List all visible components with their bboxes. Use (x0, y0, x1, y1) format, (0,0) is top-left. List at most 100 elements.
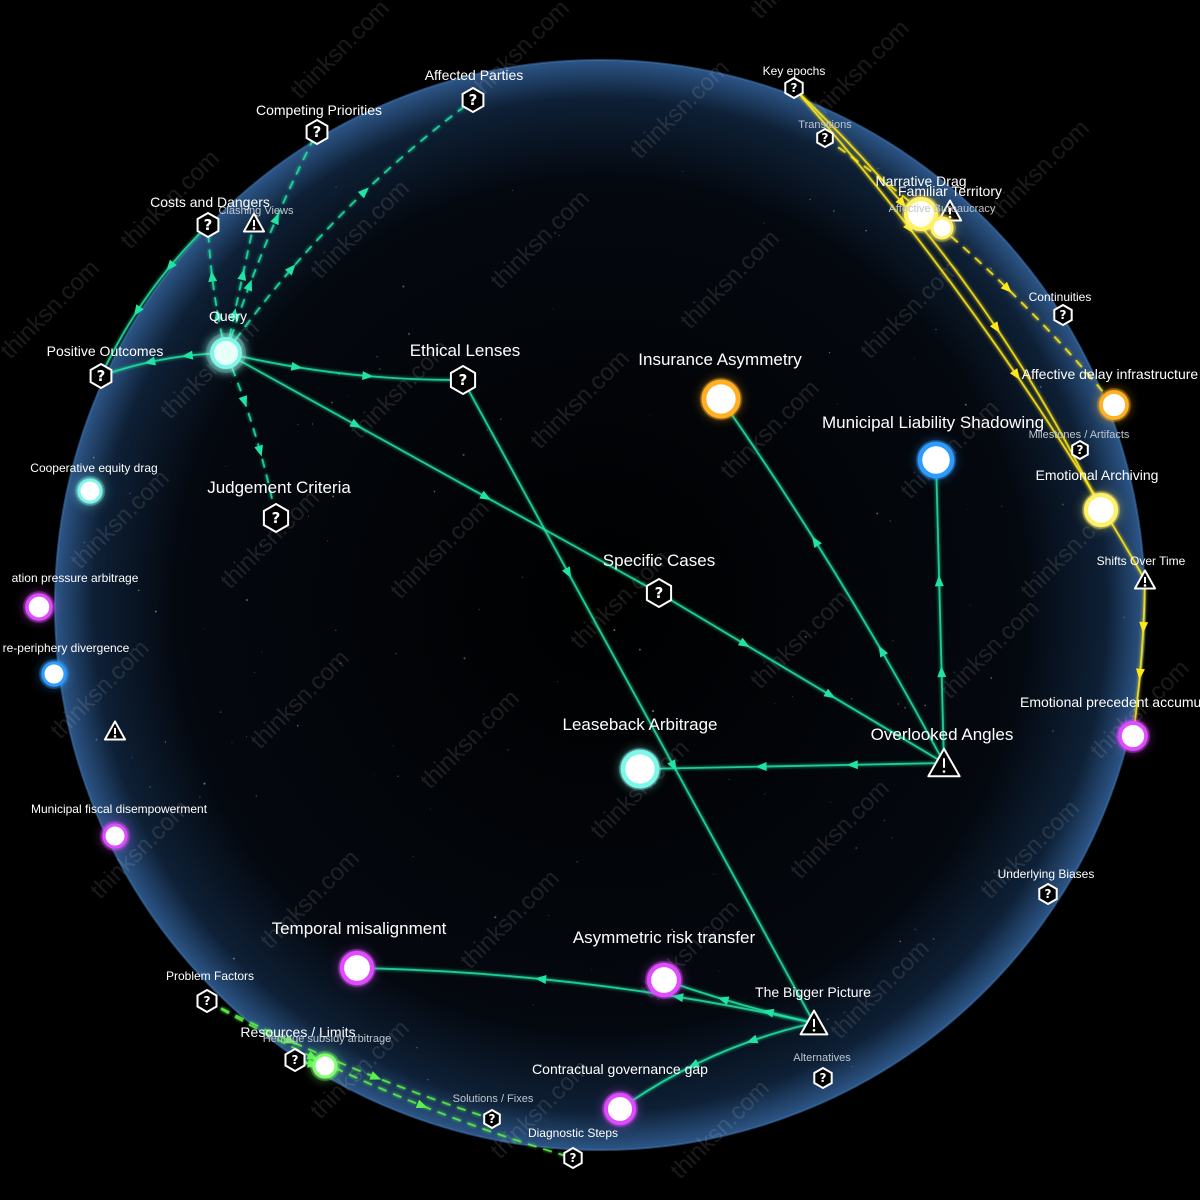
node-diagnostic_steps[interactable]: ?Diagnostic Steps (528, 1126, 618, 1170)
star (429, 808, 432, 810)
node-affected_parties[interactable]: ?Affected Parties (425, 67, 524, 114)
node-label: Solutions / Fixes (453, 1093, 534, 1105)
star (772, 997, 774, 999)
star (203, 782, 206, 785)
edge-arrowhead (1139, 621, 1149, 633)
node-label: Heritage subsidy arbitrage (263, 1033, 391, 1045)
star (95, 738, 98, 741)
star (426, 1078, 429, 1081)
star (967, 508, 969, 510)
node-problem_factors[interactable]: ?Problem Factors (166, 969, 254, 1014)
node-emotional_precedent[interactable]: Emotional precedent accumu (1020, 694, 1200, 753)
node-ethical_lenses[interactable]: ?Ethical Lenses (410, 341, 521, 396)
node-leaseback_arbitrage[interactable]: Leaseback Arbitrage (563, 715, 718, 790)
node-left_warning[interactable] (103, 720, 127, 741)
node-key_epochs[interactable]: ?Key epochs (763, 64, 826, 100)
node-clashing_views[interactable]: Clashing Views (218, 205, 294, 233)
star (791, 695, 793, 697)
star (682, 171, 684, 173)
star (466, 347, 469, 350)
question-hexagon-icon (196, 988, 218, 1014)
node-milestones[interactable]: ?Milestones / Artifacts (1029, 429, 1130, 461)
star (482, 713, 485, 715)
node-affective_delay[interactable]: Affective delay infrastructure (1022, 366, 1199, 422)
node-cooperative_equity_drag[interactable]: Cooperative equity drag (30, 461, 158, 506)
star (297, 423, 299, 425)
node-label: Asymmetric risk transfer (573, 928, 756, 947)
circle-node-icon (646, 962, 682, 998)
edge-arrowhead (895, 196, 906, 208)
star (421, 938, 423, 940)
edge-arrowhead (238, 395, 248, 408)
node-insurance_asymmetry[interactable]: Insurance Asymmetry (638, 350, 802, 420)
node-emotional_archiving[interactable]: Emotional Archiving (1036, 467, 1159, 529)
node-resources_limits[interactable]: ?Resources / Limits (240, 1024, 356, 1073)
node-query[interactable]: Query (206, 308, 247, 373)
node-costs_and_dangers[interactable]: ?Costs and Dangers (150, 194, 270, 239)
question-mark-glyph: ? (570, 1151, 577, 1165)
edge-arrowhead (762, 1008, 775, 1018)
star (763, 793, 766, 795)
edge-arrowhead (284, 264, 296, 276)
circle-node-icon (917, 441, 955, 479)
star (552, 308, 554, 310)
node-judgement_criteria[interactable]: ?Judgement Criteria (207, 478, 351, 534)
node-heritage_subsidy[interactable]: Heritage subsidy arbitrage (263, 1033, 391, 1081)
star (762, 222, 765, 225)
star (453, 1113, 455, 1115)
edge-shifts_over_time-to-emotional_precedent (1132, 579, 1146, 737)
star (1061, 503, 1064, 506)
edge-arrowhead (479, 490, 492, 500)
question-hexagon-icon (813, 1066, 833, 1090)
circle-node-icon (1118, 721, 1148, 751)
edge-arrowhead (535, 975, 547, 984)
node-label: ation pressure arbitrage (12, 571, 139, 585)
star (494, 916, 497, 919)
star (463, 657, 466, 660)
node-competing_priorities[interactable]: ?Competing Priorities (256, 102, 382, 146)
node-specific_cases[interactable]: ?Specific Cases (603, 551, 715, 609)
star (539, 1064, 542, 1067)
question-mark-glyph: ? (791, 81, 798, 95)
star (913, 357, 915, 359)
edge-arrowhead (415, 1099, 428, 1109)
question-mark-glyph: ? (204, 994, 211, 1008)
edge-ethical_lenses-to-bigger_picture (462, 379, 815, 1024)
node-label: Clashing Views (218, 205, 294, 217)
node-municipal_fiscal[interactable]: Municipal fiscal disempowerment (31, 802, 208, 851)
node-affective_bureaucracy[interactable]: Affective Bureaucracy (889, 203, 996, 242)
question-hexagon-icon (196, 211, 220, 239)
node-bigger_picture[interactable]: The Bigger Picture (755, 984, 871, 1036)
edge-arrowhead (243, 279, 253, 292)
edge-arrowhead (362, 371, 374, 381)
circle-node-icon (102, 823, 128, 849)
node-underlying_biases[interactable]: ?Underlying Biases (998, 867, 1095, 906)
edge-arrowhead (144, 356, 156, 366)
question-mark-glyph: ? (97, 367, 106, 385)
node-continuities[interactable]: ?Continuities (1029, 290, 1092, 327)
star (774, 703, 776, 705)
edge-overlooked_angles-to-municipal_liability (935, 459, 945, 764)
node-contractual_governance[interactable]: Contractual governance gap (532, 1061, 708, 1127)
star (591, 969, 593, 971)
edge-arrowhead (208, 270, 218, 283)
star (331, 401, 333, 404)
node-municipal_liability[interactable]: Municipal Liability Shadowing (822, 413, 1044, 480)
node-shifts_over_time[interactable]: Shifts Over Time (1097, 554, 1186, 590)
star (512, 189, 514, 191)
node-transitions[interactable]: ?Transitions (798, 119, 852, 149)
node-periphery_divergence[interactable]: re-periphery divergence (3, 641, 130, 689)
node-alternatives[interactable]: ?Alternatives (793, 1052, 851, 1090)
question-mark-glyph: ? (459, 371, 468, 389)
node-pressure_arbitrage[interactable]: ation pressure arbitrage (12, 571, 139, 623)
node-positive_outcomes[interactable]: ?Positive Outcomes (47, 343, 164, 390)
node-solutions_fixes[interactable]: ?Solutions / Fixes (453, 1093, 534, 1130)
node-temporal_misalignment[interactable]: Temporal misalignment (272, 919, 447, 987)
star (828, 351, 831, 354)
star (1001, 505, 1003, 507)
circle-node-icon (930, 216, 954, 240)
edge-arrowhead (228, 308, 238, 320)
node-overlooked_angles[interactable]: Overlooked Angles (871, 725, 1014, 778)
node-asymmetric_risk[interactable]: Asymmetric risk transfer (573, 928, 756, 999)
